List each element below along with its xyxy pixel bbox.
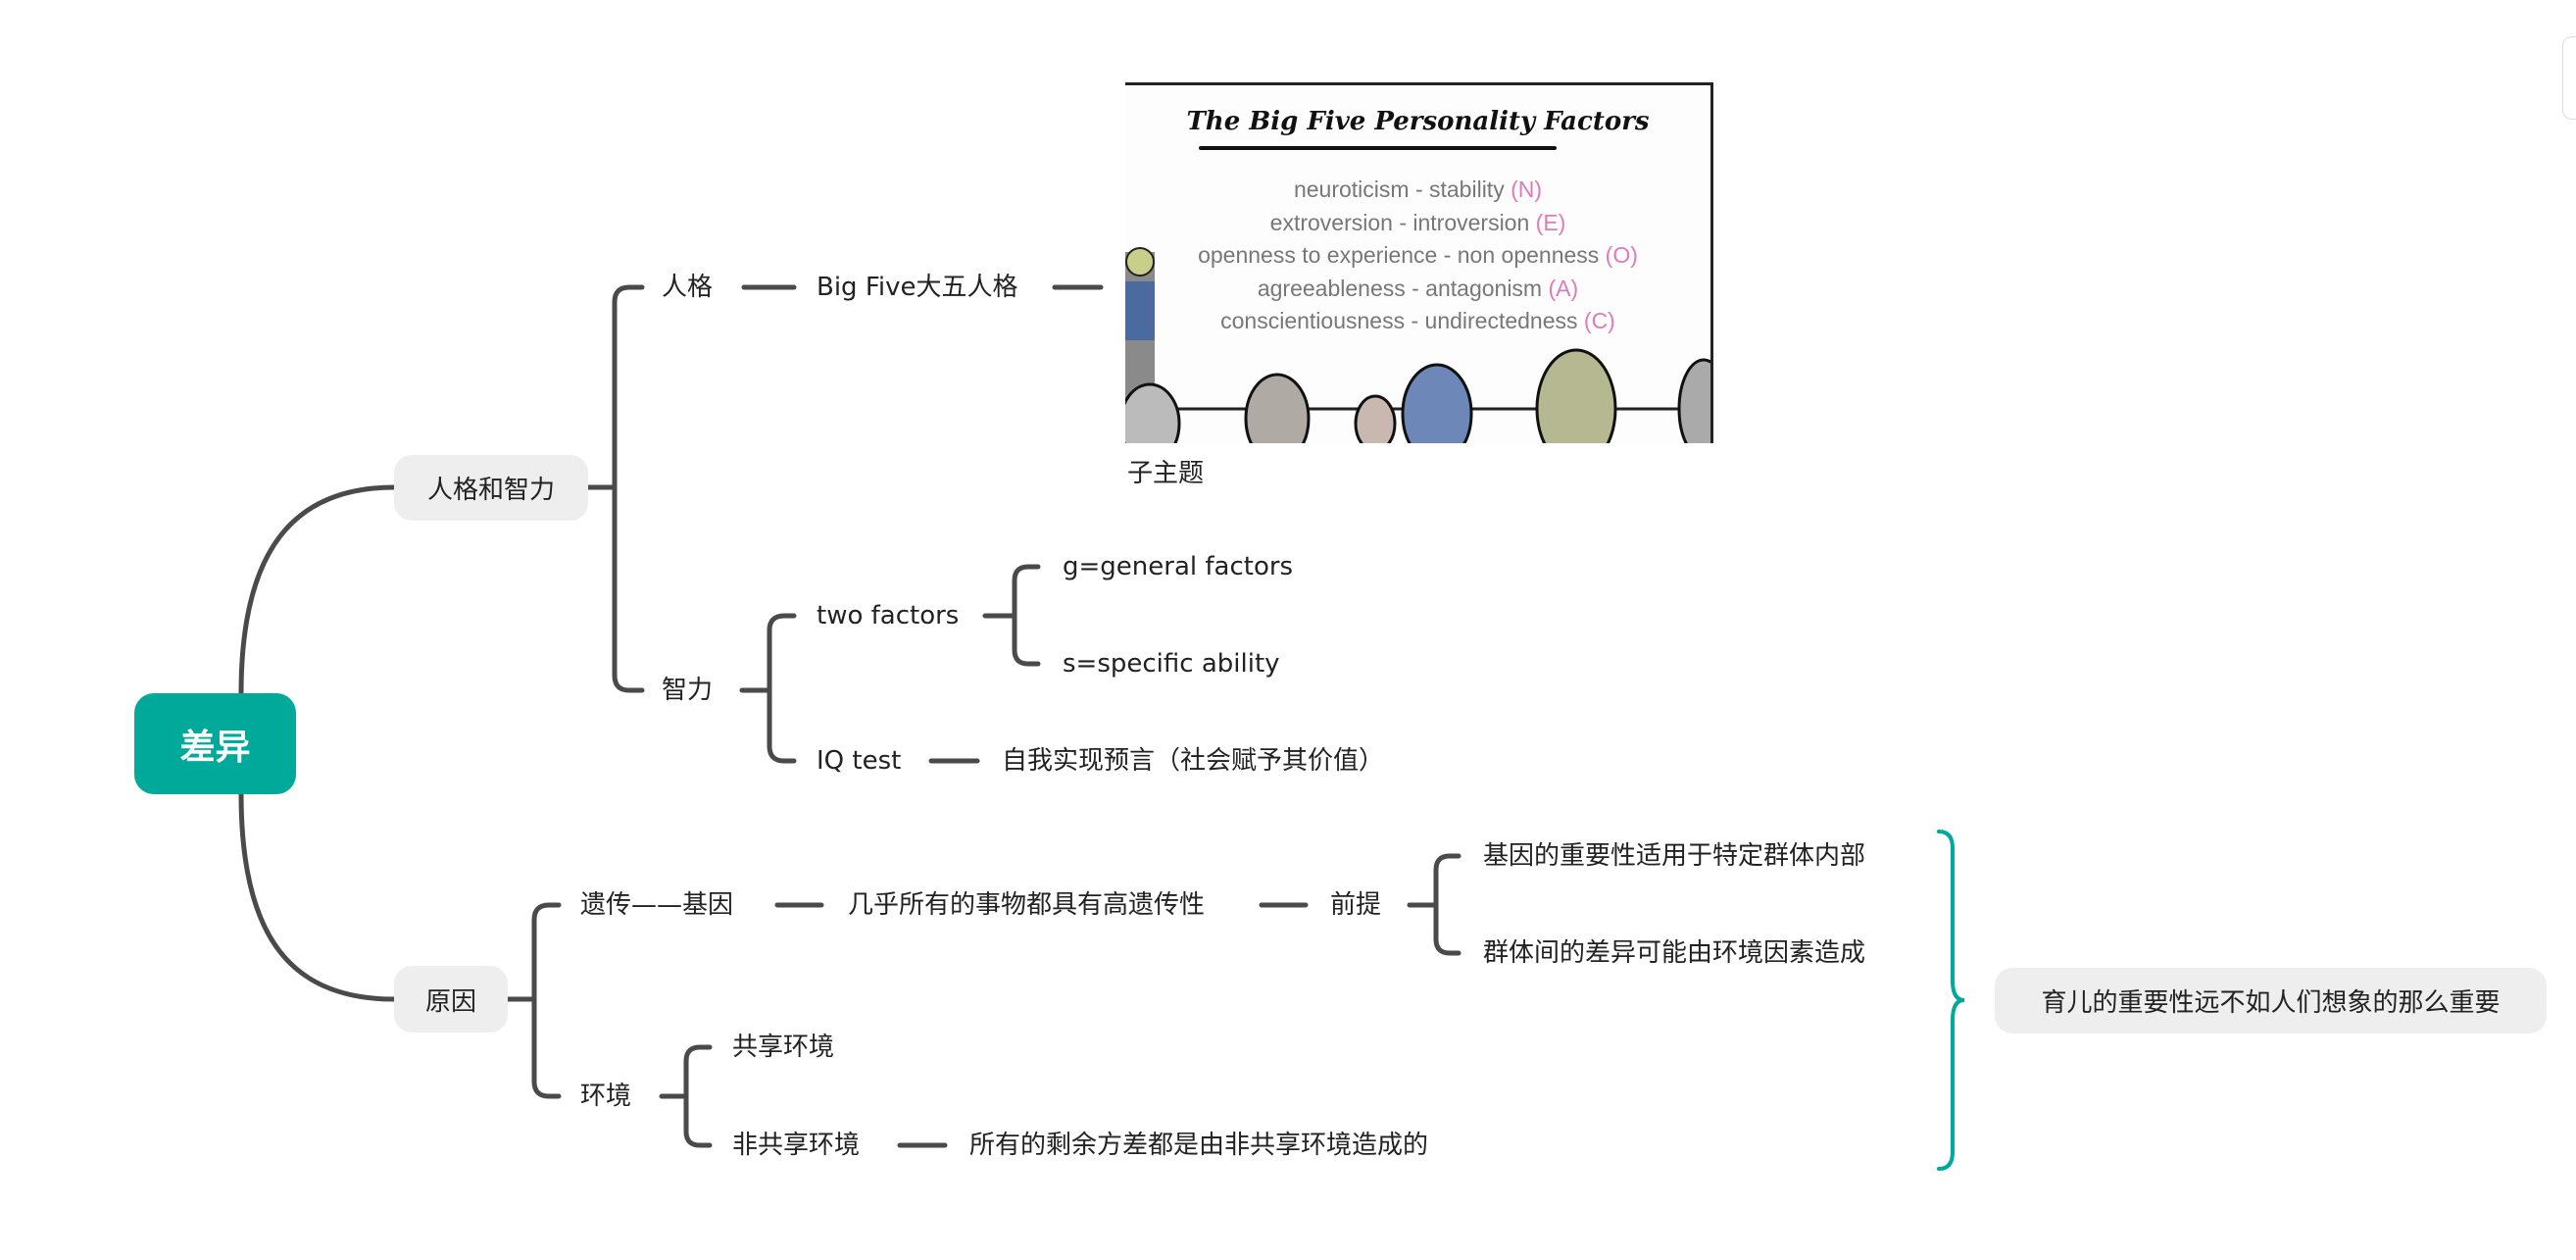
- connector-intelligence: [739, 613, 797, 764]
- topic-intelligence[interactable]: 智力: [662, 676, 714, 705]
- topic-personality[interactable]: 人格: [662, 273, 714, 302]
- connector-root-branch2: [238, 791, 397, 1002]
- image-title: The Big Five Personality Factors: [1186, 107, 1650, 136]
- image-caption[interactable]: 子主题: [1127, 459, 1205, 488]
- image-underline: [1199, 146, 1557, 150]
- summary-node[interactable]: 育儿的重要性远不如人们想象的那么重要: [1995, 968, 2547, 1033]
- factor-row: extroversion - introversion (E): [1269, 209, 1566, 235]
- connector-two-factors: [982, 564, 1041, 667]
- connector-branch1-bracket: [585, 284, 645, 693]
- topic-nonshared-environment[interactable]: 非共享环境: [732, 1131, 861, 1160]
- topic-two-factors[interactable]: two factors: [817, 601, 960, 630]
- topic-heredity[interactable]: 遗传——基因: [580, 890, 734, 920]
- connector-branch2-bracket: [505, 902, 562, 1099]
- topic-big-five[interactable]: Big Five大五人格: [817, 273, 1018, 302]
- topic-general-factor[interactable]: g=general factors: [1063, 552, 1294, 581]
- topic-shared-environment[interactable]: 共享环境: [732, 1033, 835, 1062]
- image-factor-list: neuroticism - stability (N) extroversion…: [1125, 174, 1710, 338]
- connector-root-branch1: [238, 484, 397, 696]
- topic-premise-between-group[interactable]: 群体间的差异可能由环境因素造成: [1483, 938, 1866, 968]
- topic-premise-within-group[interactable]: 基因的重要性适用于特定群体内部: [1483, 841, 1866, 871]
- factor-row: conscientiousness - undirectedness (C): [1220, 308, 1615, 333]
- topic-specific-ability[interactable]: s=specific ability: [1063, 649, 1280, 679]
- branch-personality-intelligence[interactable]: 人格和智力: [394, 455, 588, 521]
- topic-premise[interactable]: 前提: [1330, 890, 1382, 920]
- audience-illustration: [1125, 247, 1710, 443]
- root-node[interactable]: 差异: [134, 693, 296, 794]
- factor-row: neuroticism - stability (N): [1293, 176, 1543, 202]
- topic-iq-test[interactable]: IQ test: [817, 746, 902, 776]
- topic-residual-variance[interactable]: 所有的剩余方差都是由非共享环境造成的: [969, 1131, 1429, 1160]
- branch-causes[interactable]: 原因: [394, 966, 508, 1033]
- topic-self-fulfilling[interactable]: 自我实现预言（社会赋予其价值）: [1002, 746, 1385, 776]
- side-panel-toggle[interactable]: [2562, 36, 2576, 120]
- big-five-image[interactable]: The Big Five Personality Factors neuroti…: [1125, 82, 1713, 443]
- topic-heritability[interactable]: 几乎所有的事物都具有高遗传性: [848, 890, 1206, 920]
- summary-brace: [1937, 830, 1965, 1171]
- connector-environment: [659, 1044, 713, 1148]
- topic-environment[interactable]: 环境: [580, 1082, 632, 1111]
- factor-row: openness to experience - non openness (O…: [1198, 242, 1638, 268]
- factor-row: agreeableness - antagonism (A): [1257, 275, 1579, 301]
- connector-heredity: [774, 853, 1461, 956]
